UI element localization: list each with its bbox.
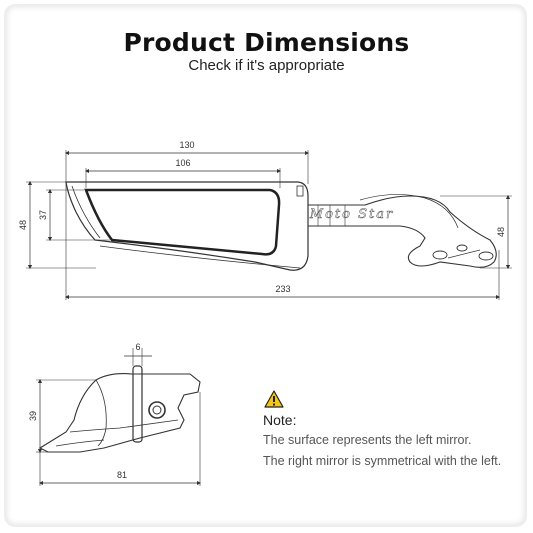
mirror-housing [65, 181, 309, 271]
dim-label-48-left: 48 [18, 220, 28, 230]
side-view-diagram [36, 348, 202, 486]
dim-label-39: 39 [28, 411, 38, 421]
note-line-left-mirror: The surface represents the left mirror. [263, 433, 472, 447]
page-subtitle: Check if it's appropriate [188, 57, 345, 74]
page-title: Product Dimensions [123, 28, 410, 57]
watermark-text: Moto Star [309, 207, 394, 222]
note-line-right-mirror: The right mirror is symmetrical with the… [263, 454, 502, 468]
dim-label-6: 6 [135, 342, 140, 352]
top-view-diagram [26, 150, 512, 300]
image-frame [5, 5, 526, 526]
mirror-glass [84, 188, 281, 256]
pivot-bolt [148, 401, 166, 419]
side-housing [38, 373, 201, 453]
dim-label-233: 233 [275, 284, 290, 294]
dim-label-37: 37 [38, 210, 48, 220]
mirror-arm [308, 195, 497, 268]
dim-label-130: 130 [179, 140, 194, 150]
dim-label-81: 81 [117, 470, 127, 480]
side-stem [132, 365, 143, 443]
dim-label-48-right: 48 [496, 227, 506, 237]
dim-label-106: 106 [175, 158, 190, 168]
warning-triangle-icon [264, 390, 284, 408]
note-heading: Note: [263, 412, 297, 428]
